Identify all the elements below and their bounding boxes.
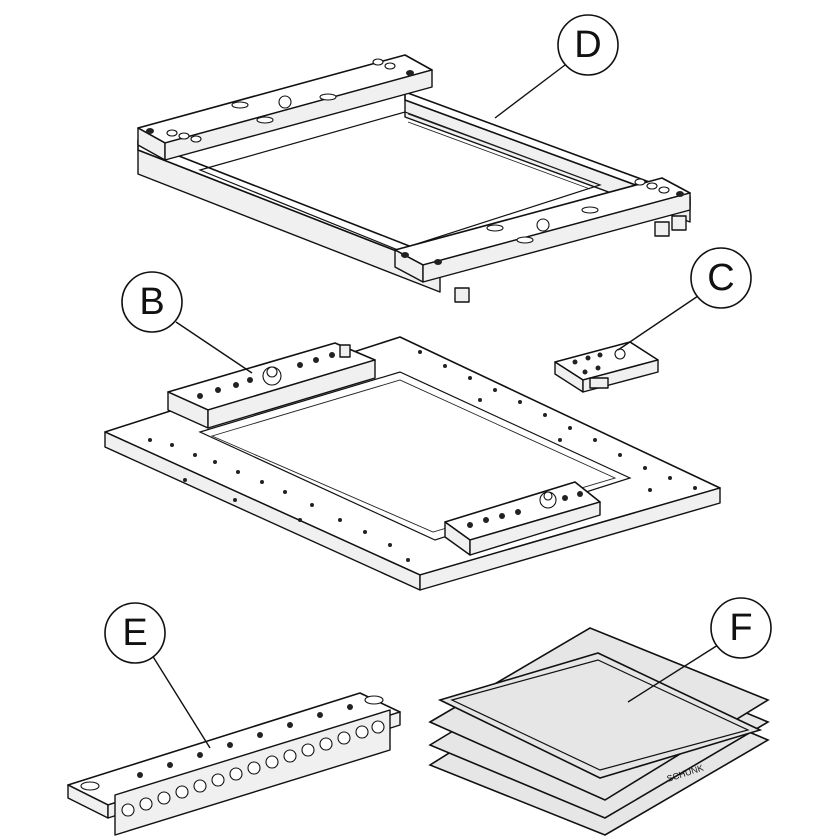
rail-block-holes bbox=[121, 704, 385, 817]
callout-label-f: F bbox=[729, 607, 752, 649]
baseplate-clamp-module-right bbox=[444, 481, 601, 556]
component-e-clamp-rail bbox=[67, 692, 401, 836]
callout-label-b: B bbox=[139, 281, 164, 323]
tray-top bbox=[437, 652, 763, 779]
callout-label-d: D bbox=[574, 24, 601, 66]
callout-label-c: C bbox=[707, 257, 734, 299]
callout-b: B bbox=[121, 271, 253, 374]
baseplate-window bbox=[198, 371, 632, 541]
baseplate-clamp-module-left bbox=[167, 342, 376, 429]
frame-front-rail bbox=[137, 149, 441, 293]
baseplate-holes bbox=[148, 350, 697, 562]
callout-c: C bbox=[617, 247, 752, 351]
component-d-frame bbox=[137, 54, 691, 303]
frame-rail-slots bbox=[407, 113, 591, 190]
frame-foot bbox=[454, 287, 470, 303]
callout-label-e: E bbox=[122, 612, 147, 654]
callout-d: D bbox=[494, 14, 619, 119]
component-c-clamp-module bbox=[554, 341, 659, 393]
callout-f: F bbox=[627, 597, 772, 703]
frame-crossbar-holes bbox=[146, 58, 684, 265]
callout-e: E bbox=[104, 602, 211, 749]
component-f-tray-stack: SCHUNK bbox=[428, 627, 770, 836]
component-b-baseplate bbox=[104, 336, 721, 591]
